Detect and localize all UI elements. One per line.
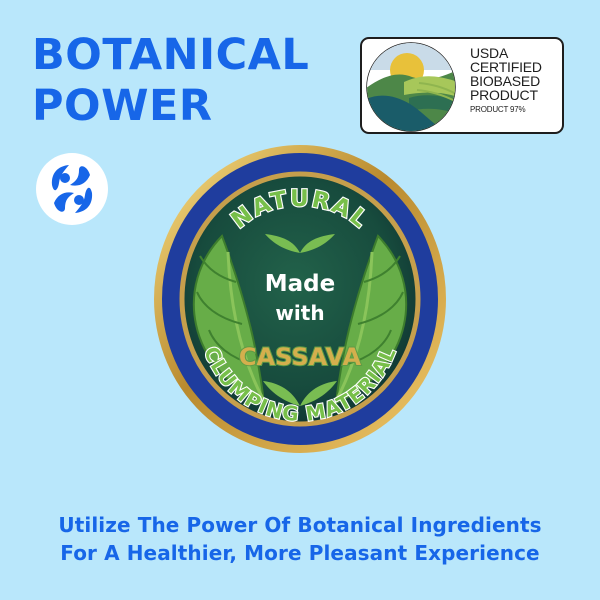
seal-cassava-text: CASSAVA — [239, 343, 362, 371]
botanical-leaf-people-icon — [36, 153, 108, 225]
tagline-line-2: For A Healthier, More Pleasant Experienc… — [60, 541, 540, 565]
sprout-icon — [265, 234, 335, 253]
usda-line-4: PRODUCT — [470, 87, 538, 103]
usda-product-percentage: PRODUCT 97% — [470, 105, 526, 114]
usda-line-3: BIOBASED — [470, 73, 540, 89]
tagline-line-1: Utilize The Power Of Botanical Ingredien… — [58, 513, 542, 537]
usda-line-2: CERTIFIED — [470, 59, 542, 75]
seal-with-text: with — [275, 301, 324, 325]
usda-certified-biobased-badge: USDA CERTIFIED BIOBASED PRODUCT PRODUCT … — [360, 37, 564, 134]
headline-line-2: POWER — [32, 81, 213, 131]
seal-made-text: Made — [265, 271, 335, 297]
natural-cassava-seal: NATURAL Made with CASSAVA CLUMPING MATER… — [154, 145, 446, 453]
usda-line-1: USDA — [470, 45, 509, 61]
tagline: Utilize The Power Of Botanical Ingredien… — [20, 511, 580, 567]
headline-line-1: BOTANICAL — [32, 30, 310, 80]
headline: BOTANICAL POWER — [32, 30, 322, 132]
usda-text: USDA CERTIFIED BIOBASED PRODUCT PRODUCT … — [470, 46, 561, 114]
bottom-sprout-icon — [263, 381, 337, 406]
usda-biobased-sun-hills-icon — [366, 42, 456, 132]
